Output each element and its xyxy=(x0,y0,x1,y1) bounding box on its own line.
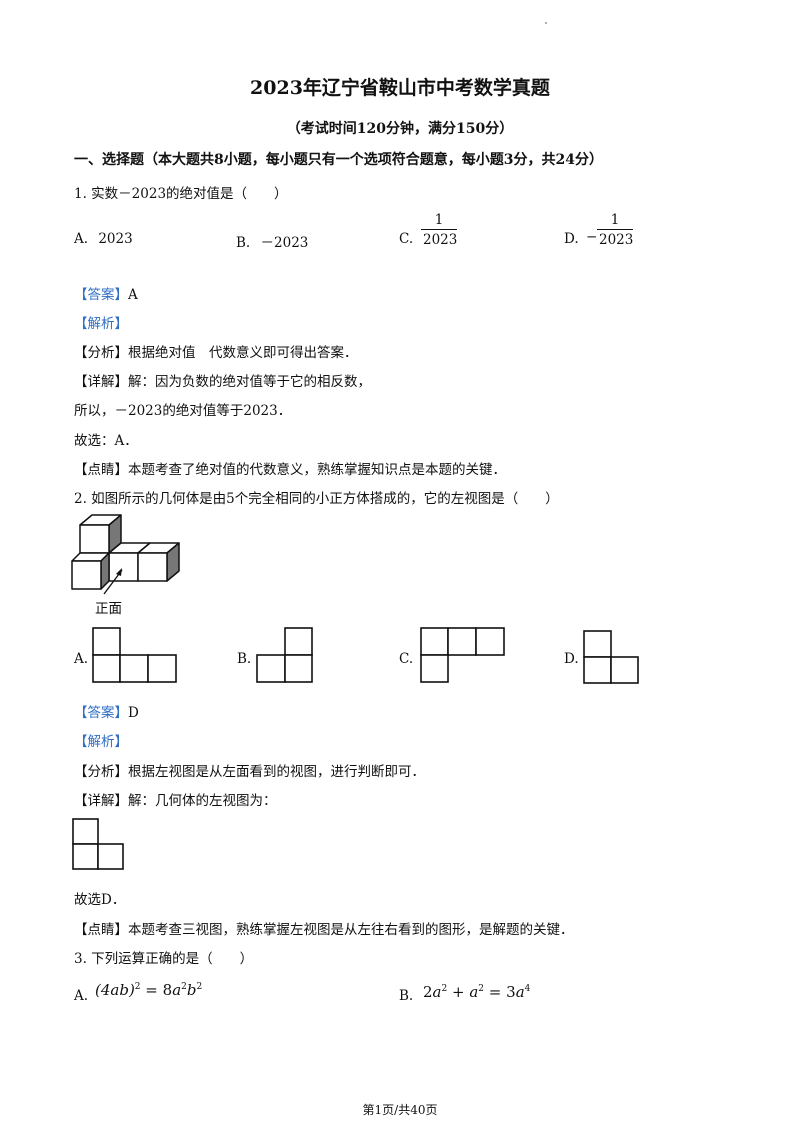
expr-plus: + xyxy=(447,983,470,1001)
xiangjie-tag: 【详解】 xyxy=(74,793,128,809)
option-b-text: －2023 xyxy=(260,235,309,251)
fenxi-tag: 【分析】 xyxy=(74,345,128,361)
fraction-denominator: 2023 xyxy=(599,232,634,248)
answer-value: A xyxy=(128,287,138,303)
xiangjie-text: 解：几何体的左视图为： xyxy=(128,793,277,809)
q2-answer: 【答案】D xyxy=(74,701,139,721)
expr-exponent: 2 xyxy=(196,982,203,992)
page-title: 2023年辽宁省鞍山市中考数学真题 xyxy=(250,77,550,99)
option-a-text: 2023 xyxy=(98,231,133,247)
q1-stem: 1. 实数－2023的绝对值是（ ） xyxy=(74,186,288,202)
q1-xiangjie: 【详解】解：因为负数的绝对值等于它的相反数， xyxy=(74,370,371,390)
q2-xiangjie: 【详解】解：几何体的左视图为： xyxy=(74,789,277,809)
expr-exponent: 2 xyxy=(441,984,448,994)
q2-option-b-figure xyxy=(256,627,313,683)
q3-stem: 3. 下列运算正确的是（ ） xyxy=(74,951,254,967)
expr-exponent: 4 xyxy=(524,984,531,994)
fenxi-text: 根据左视图是从左面看到的视图，进行判断即可． xyxy=(128,764,425,780)
q1-fenxi: 【分析】根据绝对值 代数意义即可得出答案． xyxy=(74,341,358,361)
front-label: 正面 xyxy=(95,601,122,617)
dianjing-text: 本题考查三视图，熟练掌握左视图是从左往右看到的图形，是解题的关键． xyxy=(128,922,574,938)
arrow-head xyxy=(116,568,122,576)
q1-option-a: A. 2023 xyxy=(74,231,133,247)
expr-coef: 2 xyxy=(423,983,433,1001)
expr-equals: = 8 xyxy=(140,981,173,999)
q2-option-c-figure xyxy=(420,627,505,683)
fraction-numerator: 1 xyxy=(610,212,620,228)
option-b-label: B. xyxy=(236,235,251,251)
expr-equals: = 3 xyxy=(484,983,516,1001)
dianjing-tag: 【点睛】 xyxy=(74,922,128,938)
expr-base: (4ab) xyxy=(95,981,135,999)
q1-analysis-tag: 【解析】 xyxy=(74,316,128,332)
expr-var: a xyxy=(515,983,525,1001)
q3-option-b-label: B. xyxy=(399,988,414,1004)
expr-exponent: 2 xyxy=(134,982,141,992)
fenxi-text: 根据绝对值 代数意义即可得出答案． xyxy=(128,345,358,361)
answer-tag: 【答案】 xyxy=(74,705,128,721)
q1-option-c-fraction: 1 2023 xyxy=(421,212,457,248)
q3-option-a-label: A. xyxy=(74,988,89,1004)
expr-exponent: 2 xyxy=(181,982,187,992)
xiangjie-text: 解：因为负数的绝对值等于它的相反数， xyxy=(128,374,371,390)
expr-var: a xyxy=(172,981,182,999)
answer-value: D xyxy=(128,705,139,721)
fraction-bar xyxy=(597,229,633,230)
q2-option-a-figure xyxy=(92,627,177,683)
q1-option-c-label: C. xyxy=(399,231,414,247)
page-footer: 第1页/共40页 xyxy=(362,1103,438,1117)
dianjing-text: 本题考查了绝对值的代数意义，熟练掌握知识点是本题的关键． xyxy=(128,462,506,478)
q2-option-a-label: A. xyxy=(74,651,89,667)
q2-option-b-label: B. xyxy=(237,651,252,667)
q1-option-d-label: D. xyxy=(564,231,579,247)
fraction-bar xyxy=(421,229,457,230)
q1-option-b: B. －2023 xyxy=(236,231,308,251)
q2-option-c-label: C. xyxy=(399,651,414,667)
q1-option-d-fraction: 1 2023 xyxy=(597,212,633,248)
q3-option-a-expression: (4ab)2 = 8a2b2 xyxy=(95,981,202,999)
expr-var: b xyxy=(186,981,197,999)
expr-var: a xyxy=(432,983,442,1001)
q2-option-d-label: D. xyxy=(564,651,579,667)
q3-option-b-expression: 2a2 + a2 = 3a4 xyxy=(423,983,530,1001)
answer-tag: 【答案】 xyxy=(74,287,128,303)
q1-option-d-sign: − xyxy=(586,229,598,245)
q2-option-d-figure xyxy=(583,630,639,684)
fraction-numerator: 1 xyxy=(434,212,444,228)
q2-analysis-tag: 【解析】 xyxy=(74,734,128,750)
cube-figure xyxy=(71,514,180,595)
expr-exponent: 2 xyxy=(478,984,485,994)
q1-solution-line: 所以，－2023的绝对值等于2023． xyxy=(74,403,292,419)
q2-dianjing: 【点睛】本题考查三视图，熟练掌握左视图是从左往右看到的图形，是解题的关键． xyxy=(74,918,574,938)
exam-info: （考试时间120分钟，满分150分） xyxy=(286,121,514,137)
q2-stem: 2. 如图所示的几何体是由5个完全相同的小正方体搭成的，它的左视图是（ ） xyxy=(74,491,559,507)
q1-answer: 【答案】A xyxy=(74,283,138,303)
q1-choice: 故选：A． xyxy=(74,433,138,449)
option-a-label: A. xyxy=(74,231,89,247)
q2-solution-figure xyxy=(72,818,124,870)
q2-choice: 故选D． xyxy=(74,892,126,908)
dianjing-tag: 【点睛】 xyxy=(74,462,128,478)
scan-dot xyxy=(545,22,547,24)
fenxi-tag: 【分析】 xyxy=(74,764,128,780)
expr-var: a xyxy=(469,983,479,1001)
xiangjie-tag: 【详解】 xyxy=(74,374,128,390)
fraction-denominator: 2023 xyxy=(423,232,458,248)
q1-dianjing: 【点睛】本题考查了绝对值的代数意义，熟练掌握知识点是本题的关键． xyxy=(74,458,506,478)
section-heading: 一、选择题（本大题共8小题，每小题只有一个选项符合题意，每小题3分，共24分） xyxy=(74,152,603,168)
q2-fenxi: 【分析】根据左视图是从左面看到的视图，进行判断即可． xyxy=(74,760,425,780)
